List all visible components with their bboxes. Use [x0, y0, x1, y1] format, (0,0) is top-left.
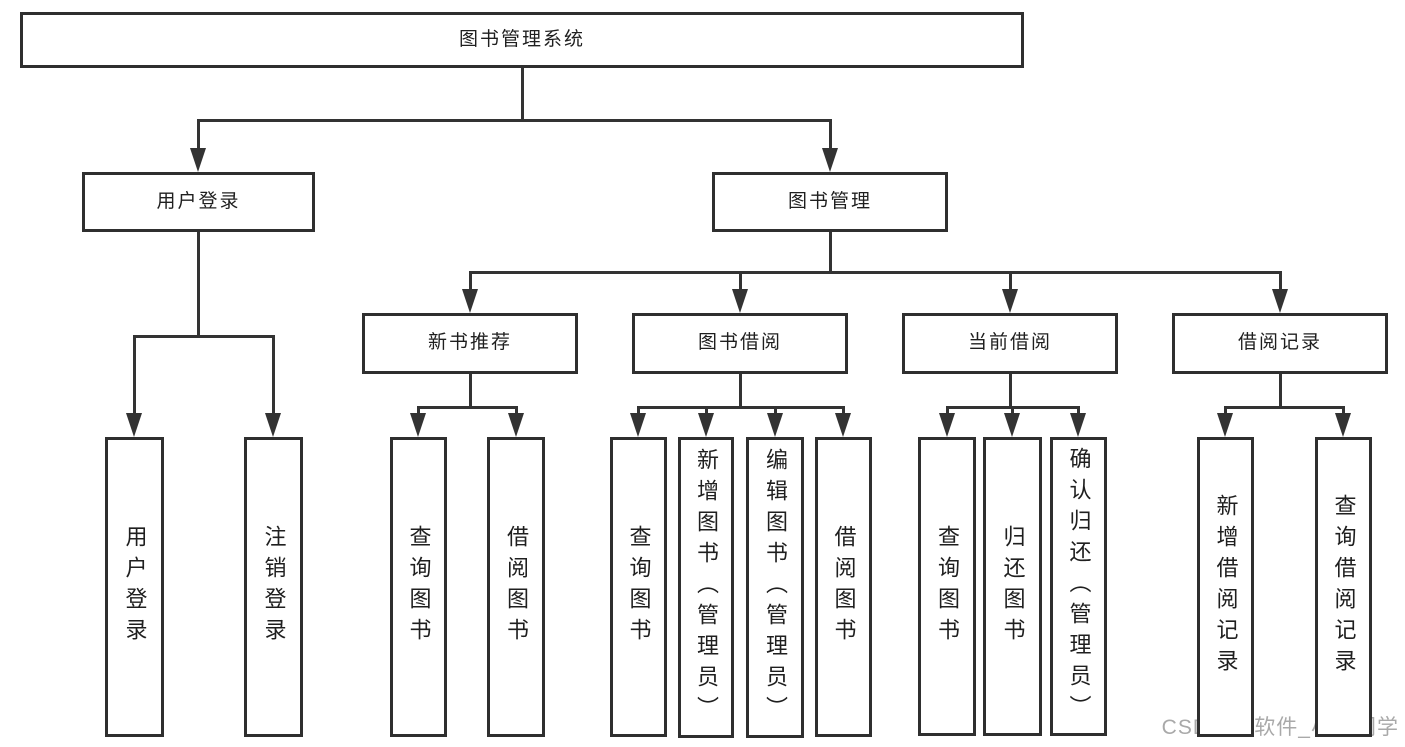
connector-drop-book-mgmt-to-level3-0 [469, 271, 472, 293]
node-current-borrow: 当前借阅 [902, 313, 1118, 374]
node-leaf-borrow-books-1: 借阅图书 [487, 437, 545, 737]
node-new-book-rec: 新书推荐 [362, 313, 578, 374]
node-user-login-branch: 用户登录 [82, 172, 315, 232]
arrowhead-down-icon-root-to-level2-0 [190, 148, 206, 172]
node-leaf-query-record: 查询借阅记录 [1315, 437, 1372, 737]
connector-drop-new-book-rec-to-leaves-1 [515, 406, 518, 417]
arrowhead-down-icon-book-mgmt-to-level3-2 [1002, 289, 1018, 313]
arrowhead-down-icon-new-book-rec-to-leaves-1 [508, 413, 524, 437]
connector-drop-new-book-rec-to-leaves-0 [417, 406, 420, 417]
arrowhead-down-icon-borrow-records-to-leaves-0 [1217, 413, 1233, 437]
node-label-leaf-add-record: 新增借阅记录 [1213, 494, 1239, 680]
node-root: 图书管理系统 [20, 12, 1024, 68]
node-label-leaf-query-books-2: 查询图书 [626, 525, 652, 649]
node-label-leaf-logout: 注销登录 [261, 525, 287, 649]
node-leaf-return-books: 归还图书 [983, 437, 1042, 736]
node-leaf-query-books-1: 查询图书 [390, 437, 447, 737]
node-label-book-mgmt-branch: 图书管理 [787, 190, 872, 212]
connector-drop-user-login-to-leaves-0 [133, 335, 136, 417]
connector-stem-book-mgmt-to-level3 [829, 232, 832, 271]
connector-bus-book-borrow-to-leaves [637, 406, 845, 409]
arrowhead-down-icon-user-login-to-leaves-0 [126, 413, 142, 437]
node-label-leaf-user-login: 用户登录 [122, 525, 148, 649]
arrowhead-down-icon-current-borrow-to-leaves-1 [1004, 413, 1020, 437]
connector-drop-book-borrow-to-leaves-0 [637, 406, 640, 417]
node-label-leaf-add-books: 新增图书（管理员） [694, 448, 719, 727]
arrowhead-down-icon-current-borrow-to-leaves-2 [1070, 413, 1086, 437]
node-label-book-borrow: 图书借阅 [697, 332, 782, 354]
node-leaf-confirm-return: 确认归还（管理员） [1050, 437, 1107, 736]
node-borrow-records: 借阅记录 [1172, 313, 1388, 374]
arrowhead-down-icon-book-mgmt-to-level3-1 [732, 289, 748, 313]
connector-drop-root-to-level2-0 [197, 119, 200, 152]
node-label-leaf-borrow-books-1: 借阅图书 [504, 525, 529, 649]
connector-bus-borrow-records-to-leaves [1224, 406, 1345, 409]
connector-drop-borrow-records-to-leaves-1 [1342, 406, 1345, 417]
arrowhead-down-icon-book-mgmt-to-level3-3 [1272, 289, 1288, 313]
node-leaf-add-books: 新增图书（管理员） [678, 437, 734, 738]
node-label-current-borrow: 当前借阅 [967, 332, 1052, 354]
node-label-user-login-branch: 用户登录 [156, 190, 241, 212]
node-label-leaf-query-record: 查询借阅记录 [1331, 494, 1357, 680]
node-label-leaf-query-books-1: 查询图书 [406, 525, 432, 649]
arrowhead-down-icon-book-borrow-to-leaves-1 [698, 413, 714, 437]
connector-bus-user-login-to-leaves [133, 335, 275, 338]
node-label-leaf-return-books: 归还图书 [1000, 524, 1026, 649]
connector-drop-book-mgmt-to-level3-2 [1009, 271, 1012, 293]
connector-bus-root-to-level2 [197, 119, 832, 122]
node-leaf-user-login: 用户登录 [105, 437, 164, 737]
connector-bus-new-book-rec-to-leaves [417, 406, 518, 409]
node-leaf-edit-books: 编辑图书（管理员） [746, 437, 804, 738]
arrowhead-down-icon-current-borrow-to-leaves-0 [939, 413, 955, 437]
connector-bus-book-mgmt-to-level3 [469, 271, 1282, 274]
arrowhead-down-icon-book-borrow-to-leaves-0 [630, 413, 646, 437]
node-label-leaf-borrow-books-2: 借阅图书 [831, 525, 857, 649]
node-label-leaf-query-books-3: 查询图书 [935, 524, 960, 649]
connector-drop-book-borrow-to-leaves-3 [842, 406, 845, 417]
connector-stem-current-borrow-to-leaves [1009, 374, 1012, 406]
arrowhead-down-icon-new-book-rec-to-leaves-0 [410, 413, 426, 437]
node-label-new-book-rec: 新书推荐 [427, 332, 512, 354]
arrowhead-down-icon-book-borrow-to-leaves-2 [767, 413, 783, 437]
connector-stem-borrow-records-to-leaves [1279, 374, 1282, 406]
connector-drop-current-borrow-to-leaves-0 [946, 406, 949, 417]
connector-drop-borrow-records-to-leaves-0 [1224, 406, 1227, 417]
connector-stem-book-borrow-to-leaves [739, 374, 742, 406]
node-leaf-add-record: 新增借阅记录 [1197, 437, 1254, 737]
node-label-root: 图书管理系统 [458, 28, 585, 50]
connector-drop-root-to-level2-1 [829, 119, 832, 152]
connector-drop-current-borrow-to-leaves-2 [1077, 406, 1080, 417]
node-leaf-query-books-3: 查询图书 [918, 437, 976, 736]
connector-drop-book-borrow-to-leaves-2 [774, 406, 777, 417]
arrowhead-down-icon-book-borrow-to-leaves-3 [835, 413, 851, 437]
node-label-leaf-confirm-return: 确认归还（管理员） [1066, 447, 1092, 726]
arrowhead-down-icon-borrow-records-to-leaves-1 [1335, 413, 1351, 437]
connector-drop-current-borrow-to-leaves-1 [1011, 406, 1014, 417]
arrowhead-down-icon-root-to-level2-1 [822, 148, 838, 172]
node-leaf-borrow-books-2: 借阅图书 [815, 437, 872, 737]
connector-drop-book-borrow-to-leaves-1 [705, 406, 708, 417]
connector-drop-book-mgmt-to-level3-3 [1279, 271, 1282, 293]
node-leaf-query-books-2: 查询图书 [610, 437, 667, 737]
connector-stem-user-login-to-leaves [197, 232, 200, 335]
arrowhead-down-icon-book-mgmt-to-level3-0 [462, 289, 478, 313]
node-book-mgmt-branch: 图书管理 [712, 172, 948, 232]
connector-drop-book-mgmt-to-level3-1 [739, 271, 742, 293]
node-leaf-logout: 注销登录 [244, 437, 303, 737]
connector-stem-root-to-level2 [521, 68, 524, 119]
node-label-leaf-edit-books: 编辑图书（管理员） [763, 448, 788, 727]
connector-drop-user-login-to-leaves-1 [272, 335, 275, 417]
connector-stem-new-book-rec-to-leaves [469, 374, 472, 406]
node-book-borrow: 图书借阅 [632, 313, 848, 374]
node-label-borrow-records: 借阅记录 [1237, 332, 1322, 354]
arrowhead-down-icon-user-login-to-leaves-1 [265, 413, 281, 437]
